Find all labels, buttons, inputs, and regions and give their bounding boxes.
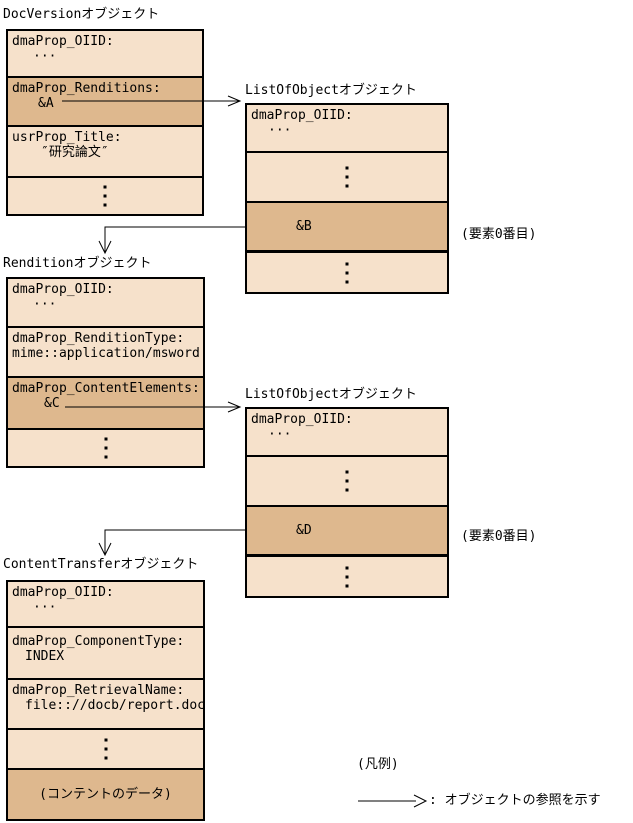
property-value: ··· [33,600,57,615]
ellipsis-vertical-icon [345,566,349,587]
property-value: ··· [268,427,292,442]
contenttransfer-title: ContentTransferオブジェクト [3,557,199,572]
ellipsis-row [8,730,203,770]
arrow-listofobject2-element-to-contenttransfer [98,529,245,557]
listofobject2-title: ListOfObjectオブジェクト [245,387,417,402]
property-value: ··· [268,123,292,138]
docversion-box: dmaProp_OIID: ··· dmaProp_Renditions: &A… [6,29,204,216]
property-value: ··· [33,297,57,312]
property-label: dmaProp_OIID: [251,412,353,427]
property-label: dmaProp_RenditionType: [12,331,185,346]
content-data-row-highlight: (コンテントのデータ) [8,770,203,819]
legend-title: (凡例) [357,757,399,772]
property-value: ″研究論文″ [41,145,109,160]
property-label: dmaProp_RetrievalName: [12,683,185,698]
legend-arrow-label: : オブジェクトの参照を示す [429,793,601,808]
property-row-highlight: dmaProp_Renditions: &A [8,78,202,127]
ellipsis-row [247,457,447,507]
ellipsis-vertical-icon [104,437,107,459]
property-row: dmaProp_OIID: ··· [8,279,203,328]
property-row: dmaProp_OIID: ··· [8,31,202,78]
reference-value: &C [44,396,60,411]
legend-arrow-icon [358,794,428,808]
property-row: dmaProp_OIID: ··· [247,105,447,153]
property-label: dmaProp_OIID: [12,585,114,600]
element-index-label: (要素0番目) [461,529,537,544]
ellipsis-row [247,153,447,203]
property-label: dmaProp_OIID: [12,34,114,49]
listofobject2-box: dmaProp_OIID: ··· &D [245,407,449,598]
ellipsis-vertical-icon [345,262,349,283]
property-label: dmaProp_OIID: [12,282,114,297]
property-value: ··· [33,49,57,64]
ellipsis-vertical-icon [103,185,107,207]
ellipsis-vertical-icon [345,166,349,188]
property-label: dmaProp_Renditions: [12,81,161,96]
element-index-label: (要素0番目) [461,227,537,242]
property-value: mime::application/msword [12,346,200,361]
property-label: dmaProp_ComponentType: [12,634,185,649]
property-row: dmaProp_OIID: ··· [247,409,447,457]
reference-value: &A [38,96,54,111]
ellipsis-vertical-icon [345,470,349,492]
property-row: usrProp_Title: ″研究論文″ [8,127,202,178]
property-row: dmaProp_RenditionType: mime::application… [8,328,203,378]
element-row-highlight: &B [247,203,447,253]
element-row-highlight: &D [247,507,447,557]
arrow-listofobject1-element-to-rendition [98,226,245,255]
docversion-title: DocVersionオブジェクト [3,7,160,22]
property-row-highlight: dmaProp_ContentElements: &C [8,378,203,430]
ellipsis-row [247,253,447,292]
property-row: dmaProp_RetrievalName: file:://docb/repo… [8,680,203,730]
ellipsis-row [8,430,203,466]
property-row: dmaProp_OIID: ··· [8,582,203,628]
property-label: dmaProp_ContentElements: [12,381,200,396]
reference-value: &D [296,523,312,538]
reference-value: &B [296,219,312,234]
property-row: dmaProp_ComponentType: INDEX [8,628,203,680]
rendition-box: dmaProp_OIID: ··· dmaProp_RenditionType:… [6,277,205,468]
listofobject1-title: ListOfObjectオブジェクト [245,83,417,98]
rendition-title: Renditionオブジェクト [3,256,152,271]
content-data-label: (コンテントのデータ) [39,787,172,802]
property-label: dmaProp_OIID: [251,108,353,123]
property-label: usrProp_Title: [12,130,122,145]
ellipsis-row [8,178,202,214]
ellipsis-row [247,557,447,596]
property-value: INDEX [25,649,65,664]
property-value: file:://docb/report.doc [25,698,203,713]
ellipsis-vertical-icon [104,738,107,760]
contenttransfer-box: dmaProp_OIID: ··· dmaProp_ComponentType:… [6,580,205,821]
listofobject1-box: dmaProp_OIID: ··· &B [245,103,449,294]
